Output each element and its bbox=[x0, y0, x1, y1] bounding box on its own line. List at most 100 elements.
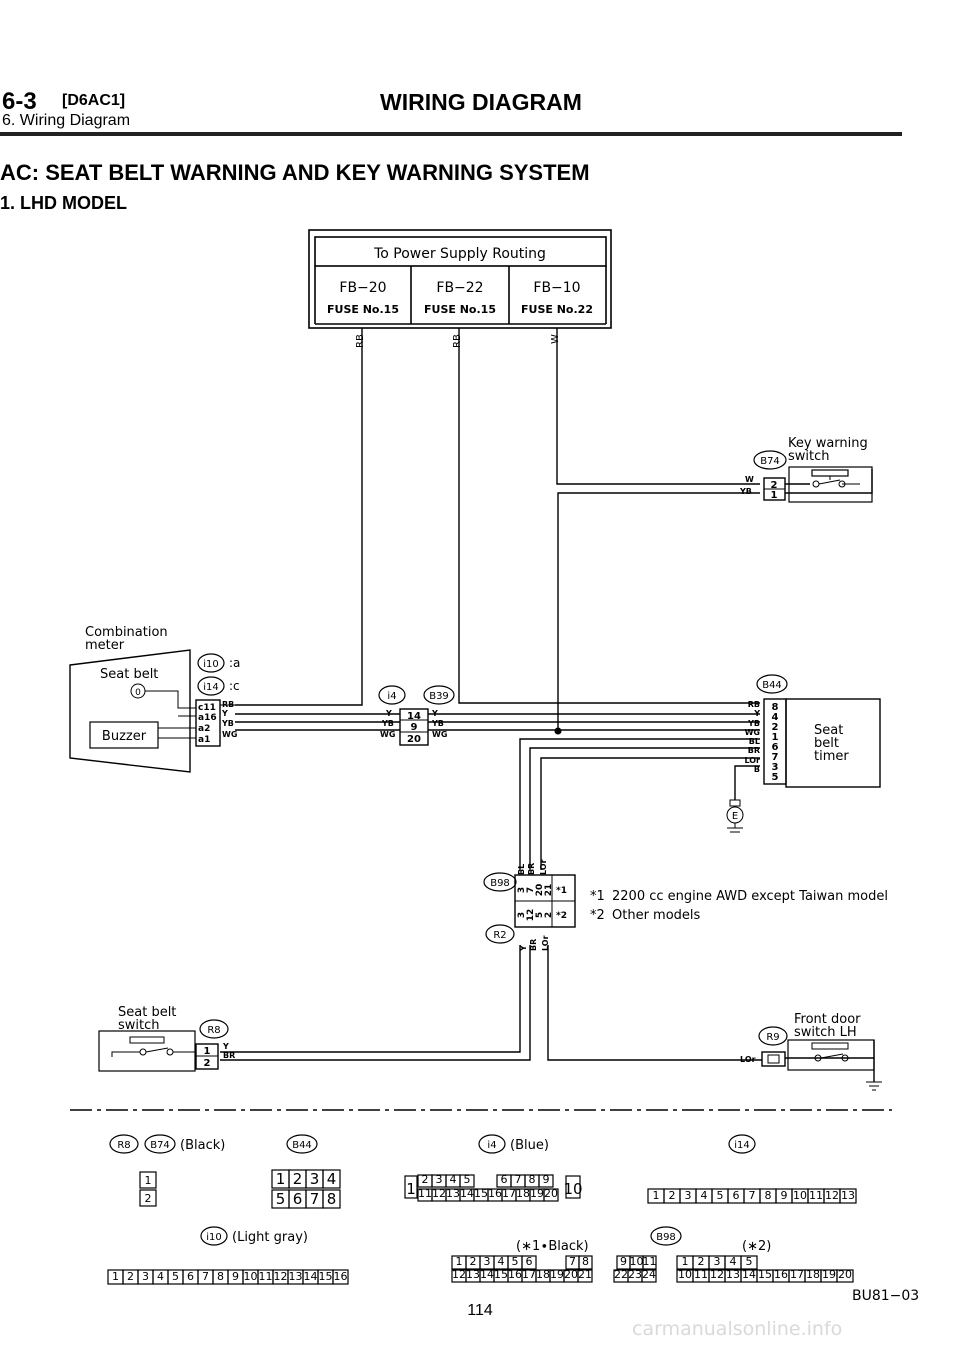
b98-mark-2: *2 bbox=[556, 911, 567, 921]
i4-legend-cell bbox=[543, 1188, 559, 1202]
b98b-legend-number: 16 bbox=[774, 1268, 788, 1281]
i4-pin-14: 14 bbox=[407, 711, 421, 722]
i4-legend-cell bbox=[565, 1175, 581, 1199]
i4-legend-number: 4 bbox=[450, 1173, 457, 1186]
i14-legend-number: 2 bbox=[669, 1189, 676, 1202]
legend-b74-tag: B74 bbox=[150, 1140, 170, 1151]
b44-legend-number: 5 bbox=[276, 1190, 286, 1208]
connector-legend: R8 B74 (Black) B44 i4 (Blue) i14 i10 (Li… bbox=[109, 1134, 771, 1254]
b98b-legend-number: 11 bbox=[694, 1268, 708, 1281]
b44-wire-br: BR bbox=[748, 746, 760, 755]
power-routing-label: To Power Supply Routing bbox=[373, 246, 546, 262]
i4-pin-9: 9 bbox=[411, 722, 418, 733]
seatbelt-switch-label-1: Seat belt bbox=[118, 1005, 176, 1020]
i4-legend-number: 18 bbox=[516, 1187, 530, 1200]
note-2-mark: *2 bbox=[590, 908, 605, 923]
b98-pin-b3: 3 bbox=[517, 912, 527, 918]
b44-legend-number: 2 bbox=[293, 1170, 303, 1188]
i10-legend-number: 5 bbox=[172, 1270, 179, 1283]
r8-pin-1: 1 bbox=[204, 1046, 211, 1057]
b98a-legend-number: 23 bbox=[628, 1268, 642, 1281]
section-code: [D6AC1] bbox=[62, 92, 126, 109]
b98b-legend-number: 13 bbox=[726, 1268, 740, 1281]
b98b-legend-number: 14 bbox=[742, 1268, 756, 1281]
b39-tag: B39 bbox=[429, 691, 449, 702]
i4-wire-y: Y bbox=[385, 709, 392, 718]
b98a-legend-number: 15 bbox=[494, 1268, 508, 1281]
b98b-legend-number: 2 bbox=[698, 1255, 705, 1268]
combination-meter: Combination meter Seat belt 0 Buzzer i10… bbox=[69, 625, 240, 773]
b98a-legend-number: 5 bbox=[512, 1255, 519, 1268]
legend-star1-black: (∗1∙Black) bbox=[516, 1239, 589, 1254]
i4-legend-number: 13 bbox=[446, 1187, 460, 1200]
fuse15-a-label: FUSE No.15 bbox=[327, 303, 399, 316]
meter-label-2: meter bbox=[85, 638, 125, 653]
splice-point bbox=[554, 727, 562, 735]
b44-tag: B44 bbox=[762, 680, 782, 691]
timer-label-2: belt bbox=[814, 736, 839, 751]
key-switch-label-2: switch bbox=[788, 449, 830, 464]
header-rule bbox=[0, 132, 902, 136]
r8-wire-br: BR bbox=[223, 1051, 235, 1060]
i4-legend-number: 8 bbox=[529, 1173, 536, 1186]
r8-legend-cell bbox=[139, 1189, 157, 1207]
i4-legend-number: 12 bbox=[432, 1187, 446, 1200]
i10-legend-number: 10 bbox=[244, 1270, 258, 1283]
i10-legend-number: 13 bbox=[289, 1270, 303, 1283]
power-supply-box bbox=[308, 229, 612, 329]
i4-legend-number: 10 bbox=[563, 1180, 582, 1198]
b98a-legend-number: 14 bbox=[480, 1268, 494, 1281]
i10-legend-number: 2 bbox=[127, 1270, 134, 1283]
b98a-legend-number: 6 bbox=[526, 1255, 533, 1268]
page-subtitle: 6. Wiring Diagram bbox=[2, 112, 131, 129]
b98a-legend-number: 22 bbox=[614, 1268, 628, 1281]
i14-legend-number: 9 bbox=[781, 1189, 788, 1202]
b98-pin-a3: 3 bbox=[517, 887, 527, 893]
timer-label-1: Seat bbox=[814, 723, 843, 738]
front-door-switch: Front door switch LH R9 LOr bbox=[740, 1012, 882, 1091]
i4-wire-wg: WG bbox=[380, 730, 395, 739]
fb20-label: FB−20 bbox=[339, 280, 386, 296]
b44-wire-wg: WG bbox=[745, 728, 760, 737]
b44-pin-5: 5 bbox=[772, 772, 779, 783]
b98-mark-1: *1 bbox=[556, 886, 567, 896]
meter-pin-a1: a1 bbox=[198, 735, 210, 745]
page-number: 114 bbox=[467, 1302, 493, 1319]
wire-label-rb1: RB bbox=[355, 334, 366, 348]
i4-legend-cell bbox=[404, 1175, 418, 1199]
i4-legend-cell bbox=[538, 1174, 554, 1188]
b98a-legend-number: 21 bbox=[578, 1268, 592, 1281]
b98a-legend-number: 17 bbox=[522, 1268, 536, 1281]
i14-suffix: :c bbox=[229, 679, 240, 693]
i4-legend-cell bbox=[459, 1174, 475, 1188]
legend-r8-tag: R8 bbox=[117, 1140, 130, 1151]
meter-wire-yb: YB bbox=[221, 719, 234, 728]
fuse22-label: FUSE No.22 bbox=[521, 303, 593, 316]
page-title: WIRING DIAGRAM bbox=[380, 89, 582, 115]
b98a-legend-number: 8 bbox=[582, 1255, 589, 1268]
b98b-legend-number: 12 bbox=[710, 1268, 724, 1281]
r2-wire-lor: LOr bbox=[541, 935, 550, 951]
section-title: AC: SEAT BELT WARNING AND KEY WARNING SY… bbox=[0, 160, 590, 185]
b74-wire-yb: YB bbox=[739, 487, 752, 496]
i14-legend-number: 4 bbox=[701, 1189, 708, 1202]
fuse15-b-label: FUSE No.15 bbox=[424, 303, 496, 316]
meter-pin-c11: c11 bbox=[198, 703, 216, 713]
note-1-text: 2200 cc engine AWD except Taiwan model bbox=[612, 889, 888, 904]
r9-wire-lor: LOr bbox=[740, 1055, 756, 1064]
i10-legend-number: 7 bbox=[202, 1270, 209, 1283]
legend-i10-tag: i10 bbox=[206, 1232, 222, 1243]
i4-legend-number: 11 bbox=[418, 1187, 432, 1200]
b98b-legend-cell bbox=[836, 1269, 854, 1283]
b44-legend-cell bbox=[322, 1189, 341, 1209]
b98-wire-br: BR bbox=[527, 863, 536, 875]
i14-legend-number: 8 bbox=[765, 1189, 772, 1202]
i10-legend-number: 3 bbox=[142, 1270, 149, 1283]
b44-wire-y: Y bbox=[753, 709, 760, 718]
b98b-legend-number: 20 bbox=[838, 1268, 852, 1281]
note-1-mark: *1 bbox=[590, 889, 605, 904]
key-warning-switch: B74 Key warning switch 2 1 W YB bbox=[739, 436, 873, 503]
b98-wire-bl: BL bbox=[517, 864, 526, 875]
r2-tag: R2 bbox=[493, 930, 506, 941]
b98b-legend-number: 17 bbox=[790, 1268, 804, 1281]
